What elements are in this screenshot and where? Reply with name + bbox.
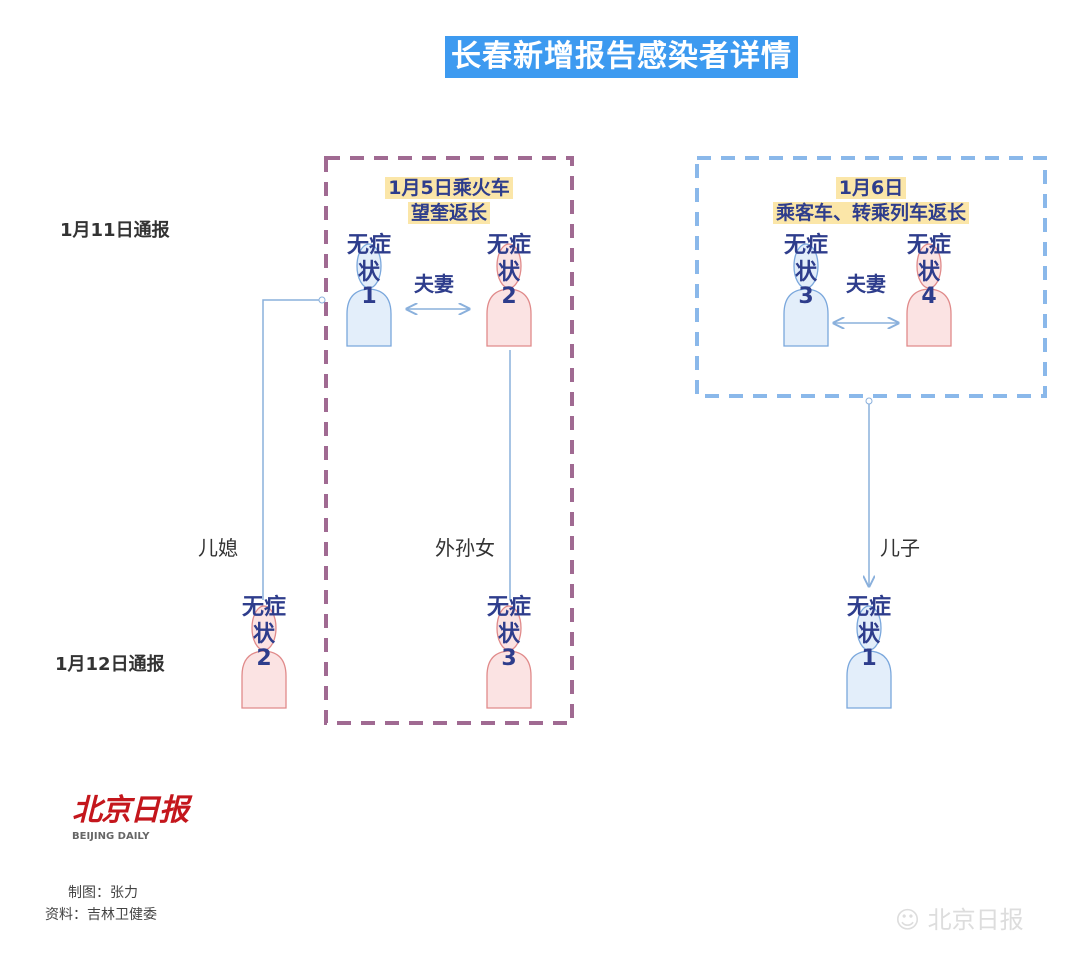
person-icon <box>486 243 532 347</box>
person-icon <box>846 605 892 709</box>
group-box-left <box>324 156 574 725</box>
person-icon <box>486 605 532 709</box>
person-icon <box>346 243 392 347</box>
relation-granddaughter: 外孙女 <box>435 536 495 560</box>
case-number: 3 <box>798 284 814 309</box>
wechat-icon: ☺ <box>895 906 921 934</box>
case-number: 1 <box>361 284 377 309</box>
person-icon <box>241 605 287 709</box>
person-icon <box>783 243 829 347</box>
logo-cn: 北京日报 <box>72 793 189 828</box>
group-left-label-line1: 1月5日乘火车 <box>385 177 513 199</box>
group-right-label: 1月6日 乘客车、转乘列车返长 <box>697 176 1045 226</box>
person-icon <box>906 243 952 347</box>
credit-source: 资料：吉林卫健委 <box>45 907 157 923</box>
case-number: 2 <box>501 284 517 309</box>
group-left-label: 1月5日乘火车 望奎返长 <box>326 176 572 226</box>
case-number: 2 <box>256 646 272 671</box>
logo-en: BEIJING DAILY <box>72 831 150 842</box>
relation-spouse-right: 夫妻 <box>846 272 886 296</box>
group-left-label-line2: 望奎返长 <box>407 202 490 224</box>
watermark-text: 北京日报 <box>927 906 1024 934</box>
row-label-jan12: 1月12日通报 <box>55 654 165 675</box>
group-right-label-line2: 乘客车、转乘列车返长 <box>772 202 969 224</box>
relation-daughter-in-law: 儿媳 <box>198 536 238 560</box>
line-daughter-in-law <box>262 299 322 600</box>
relation-son: 儿子 <box>880 536 920 560</box>
case-number: 4 <box>921 284 937 309</box>
relation-spouse-left: 夫妻 <box>414 272 454 296</box>
watermark: ☺ 北京日报 <box>895 900 1024 935</box>
row-label-jan11: 1月11日通报 <box>60 220 170 241</box>
case-number: 1 <box>861 646 877 671</box>
beijing-daily-logo: 北京日报 BEIJING DAILY <box>72 785 189 842</box>
credit-maker: 制图：张力 <box>68 885 138 901</box>
group-right-label-line1: 1月6日 <box>835 177 907 199</box>
group-box-right <box>695 156 1047 398</box>
case-number: 3 <box>501 646 517 671</box>
page-title: 长春新增报告感染者详情 <box>445 36 798 78</box>
